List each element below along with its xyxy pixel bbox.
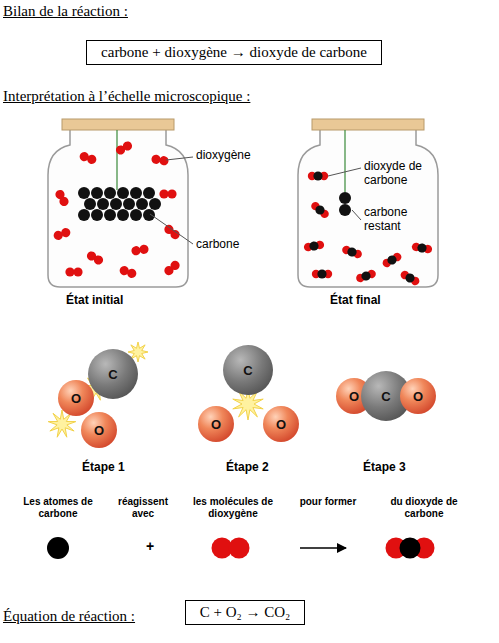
co2-molecule bbox=[303, 240, 325, 253]
co2-molecule bbox=[399, 269, 421, 287]
atom-symbol: O bbox=[71, 391, 81, 406]
dioxygen-molecule bbox=[78, 151, 97, 166]
carbon-atom bbox=[104, 187, 116, 199]
sentence-word: les molécules de dioxygène bbox=[183, 496, 283, 519]
dioxygen-molecule bbox=[65, 267, 82, 276]
callout-label: carbone restant bbox=[364, 206, 430, 234]
carbon-atom bbox=[110, 198, 122, 210]
equation-text: carbone + dioxygène → dioxyde de carbone bbox=[101, 44, 367, 60]
step-caption: Étape 1 bbox=[82, 461, 125, 475]
step-caption: Étape 3 bbox=[363, 461, 406, 475]
sentence-word: Les atomes de carbone bbox=[14, 496, 102, 519]
atom-symbol: C bbox=[243, 363, 252, 378]
carbon-atom bbox=[84, 198, 96, 210]
carbon-atom bbox=[91, 187, 103, 199]
atom-symbol: O bbox=[211, 417, 221, 432]
co2-molecule bbox=[341, 244, 363, 260]
carbon-atom: C bbox=[88, 349, 138, 399]
carbon-atom bbox=[130, 209, 142, 221]
oxygen-atom: O bbox=[58, 380, 94, 416]
sentence-word: du dioxyde de carbone bbox=[374, 496, 474, 519]
atom-symbol: O bbox=[413, 389, 423, 404]
callout-label: carbone bbox=[196, 238, 239, 252]
dioxygen-molecule bbox=[162, 259, 181, 277]
co2-molecule bbox=[411, 242, 433, 255]
carbon-atom: C bbox=[223, 345, 273, 395]
carbon-atom bbox=[104, 209, 116, 221]
dioxygen-molecule bbox=[85, 250, 104, 267]
sentence-word: réagissent avec bbox=[106, 496, 180, 519]
plus-sign: + bbox=[146, 538, 154, 554]
co2-molecule bbox=[355, 268, 377, 284]
co2-molecule bbox=[312, 269, 332, 278]
symbol-equation bbox=[47, 537, 435, 559]
carbon-atom bbox=[123, 198, 135, 210]
carbon-atom bbox=[117, 187, 129, 199]
jar-initial bbox=[48, 119, 188, 287]
oxygen-atom: O bbox=[81, 412, 117, 448]
equation-text: C + O₂ → CO₂ bbox=[200, 604, 291, 620]
dioxygen-molecule bbox=[52, 227, 71, 242]
co2-molecule bbox=[381, 251, 403, 269]
leader-lines bbox=[150, 157, 361, 244]
equation-box: C + O₂ → CO₂ bbox=[185, 600, 306, 625]
state-caption: État final bbox=[330, 294, 381, 308]
co2-molecule bbox=[309, 200, 331, 220]
dioxygen-molecule bbox=[114, 140, 133, 157]
equation-box: carbone + dioxygène → dioxyde de carbone bbox=[86, 40, 382, 65]
carbon-atom bbox=[130, 187, 142, 199]
carbon-atom bbox=[91, 209, 103, 221]
carbon-atom bbox=[78, 209, 90, 221]
step-caption: Étape 2 bbox=[226, 461, 269, 475]
carbon-atom bbox=[149, 198, 161, 210]
carbon-atom bbox=[136, 198, 148, 210]
atom-symbol: C bbox=[381, 389, 390, 404]
oxygen-atom: O bbox=[263, 406, 299, 442]
atom-symbol: O bbox=[94, 423, 104, 438]
oxygen-atom: O bbox=[400, 378, 436, 414]
callout-label: dioxygène bbox=[196, 149, 251, 163]
jar-final bbox=[298, 119, 438, 287]
co2-molecule bbox=[308, 171, 328, 180]
dioxygen-molecule bbox=[54, 188, 71, 207]
oxygen-atom: O bbox=[198, 406, 234, 442]
carbon-atom bbox=[117, 209, 129, 221]
section-heading: Interprétation à l’échelle microscopique… bbox=[3, 88, 250, 105]
state-caption: État initial bbox=[66, 294, 123, 308]
dioxygen-molecule bbox=[118, 265, 137, 280]
section-heading: Équation de réaction : bbox=[3, 608, 135, 625]
carbon-atom bbox=[339, 204, 351, 216]
dioxygen-molecule bbox=[162, 223, 181, 241]
dioxygen-molecule bbox=[159, 189, 176, 198]
carbon-atom bbox=[78, 187, 90, 199]
atom-symbol: O bbox=[276, 417, 286, 432]
section-heading: Bilan de la réaction : bbox=[3, 3, 128, 20]
atom-symbol: O bbox=[349, 389, 359, 404]
dioxygen-molecule bbox=[131, 244, 150, 256]
carbon-atom bbox=[97, 198, 109, 210]
carbon-atom bbox=[143, 209, 155, 221]
sentence-word: pour former bbox=[292, 496, 364, 508]
carbon-atom bbox=[339, 192, 351, 204]
carbon-atom bbox=[143, 187, 155, 199]
atom-symbol: C bbox=[108, 367, 117, 382]
callout-label: dioxyde de carbone bbox=[364, 160, 436, 188]
